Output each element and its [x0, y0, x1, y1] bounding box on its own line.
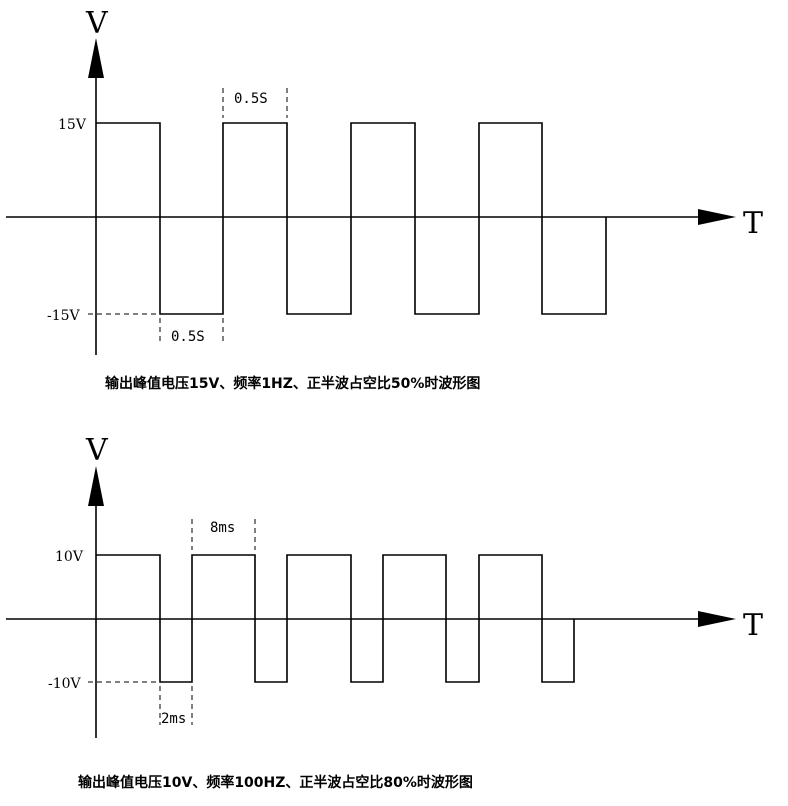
low-width-label-2: 2ms — [161, 711, 186, 727]
y-axis-label-2: V — [85, 433, 109, 468]
low-level-label-1: -15V — [47, 308, 81, 324]
caption-1: 输出峰值电压15V、频率1HZ、正半波占空比50%时波形图 — [105, 375, 480, 392]
diagram-2: V T 10V -10V 8ms 2ms 输出峰值电压10V、频率100HZ、正… — [6, 433, 763, 791]
diagram-1: V T 15V -15V 0.5S 0.5S 输出峰值电压15V、频率1HZ、正… — [6, 6, 763, 392]
y-axis-arrow-1 — [88, 38, 104, 78]
x-axis-arrow-2 — [698, 611, 736, 627]
square-wave-1 — [96, 122, 607, 315]
high-level-label-1: 15V — [58, 117, 87, 133]
x-axis-label-2: T — [743, 608, 763, 643]
y-axis-label-1: V — [85, 6, 109, 41]
high-width-label-2: 8ms — [210, 520, 235, 536]
x-axis-arrow-1 — [698, 209, 736, 225]
high-level-label-2: 10V — [55, 549, 84, 565]
x-axis-label-1: T — [743, 206, 763, 241]
caption-2: 输出峰值电压10V、频率100HZ、正半波占空比80%时波形图 — [78, 774, 473, 791]
y-axis-arrow-2 — [88, 466, 104, 506]
square-wave-2 — [96, 554, 575, 683]
high-width-label-1: 0.5S — [234, 91, 268, 107]
low-level-label-2: -10V — [48, 676, 82, 692]
low-width-label-1: 0.5S — [171, 329, 205, 345]
